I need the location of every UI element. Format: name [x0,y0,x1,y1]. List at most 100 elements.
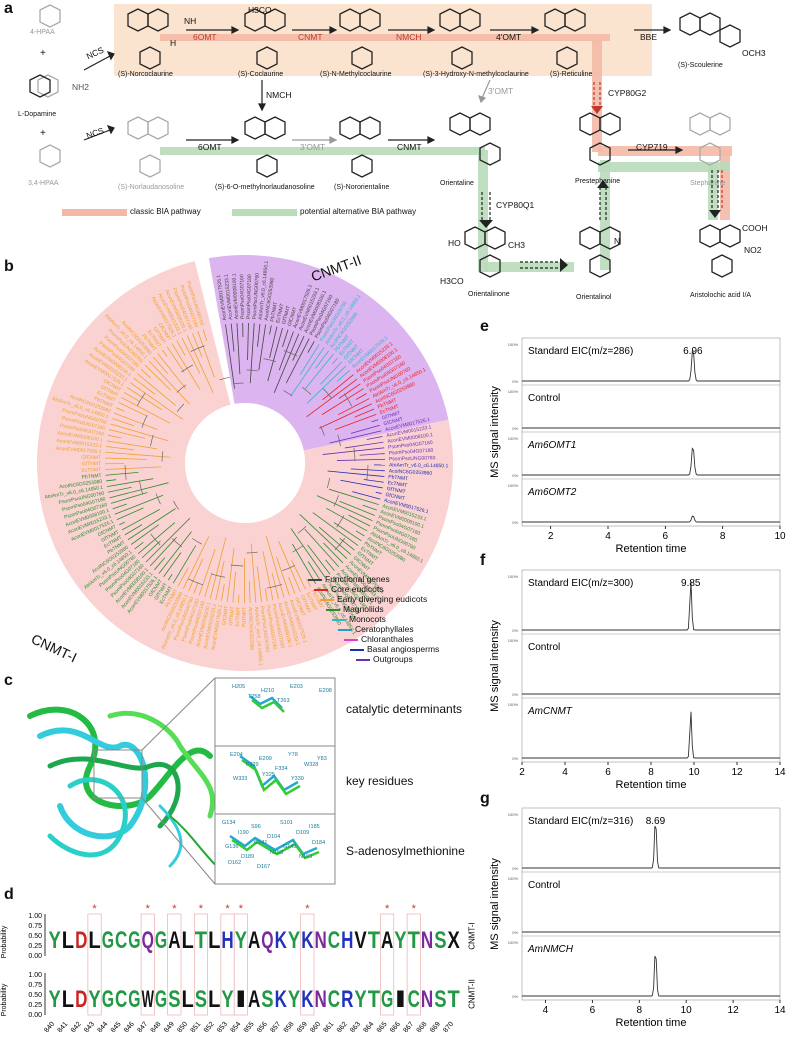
caption-catalytic-determinants: catalytic determinants [346,702,462,716]
logo-star: * [146,903,151,915]
residue-label: D189 [241,854,254,860]
tree-legend-label: Magnoliids [343,604,384,614]
logo-position: 859 [296,1021,309,1032]
xtick-label: 6 [590,1005,596,1016]
logo-residue-row2: G [128,986,140,1013]
residue-label: E208 [319,688,332,694]
logo-residue-row1: T [368,927,381,954]
logo-residue-row1: G [155,927,167,954]
logo-residue-row1: Q [261,927,273,954]
logo-residue-row1: Y [288,927,300,954]
residue-label: D167 [257,864,270,870]
chart-g: 100%0%Standard EIC(m/z=316)8.69100%0%Con… [486,800,786,1030]
logo-residue-row2: C [115,986,127,1013]
tree-legend-swatch [314,589,328,591]
ytick-bottom: 0% [512,866,518,871]
logo-residue-row2: N [421,986,433,1013]
logo-residue-row1: S [434,927,446,954]
label-och3: OCH3 [742,48,766,58]
ytick-top: 100% [508,389,519,394]
residue-label: I185 [309,824,320,830]
ytick-top: 100% [508,812,519,817]
label-no2: NO2 [744,245,761,255]
logo-residue-row1: G [128,927,140,954]
chart-frame [522,808,780,1000]
logo-residue-row2: Y [221,986,233,1013]
xtick-label: 10 [774,531,786,542]
enzyme-nmch-top: NMCH [396,32,422,42]
label-nh2: NH2 [72,82,89,92]
trace-label: Am6OMT2 [527,487,577,498]
compound-stephanine: Stephanine [690,180,725,187]
logo-ytick: 0.25 [28,1002,42,1009]
logo-position: 856 [256,1021,269,1032]
residue-label: E204 [230,752,243,758]
tree-leaf-label: PsomPsoUNG00760 [389,455,436,462]
legend-swatch-classic [62,209,127,216]
logo-position: 842 [70,1021,83,1032]
logo-star: * [239,903,244,915]
ytick-top: 100% [508,940,519,945]
logo-residue-row1: L [208,927,220,954]
tree-legend-item: Magnoliids [326,604,439,614]
trace-line [522,448,780,475]
logo-residue-row1: L [88,927,100,954]
label-ch3: CH3 [508,240,525,250]
logo-position: 847 [136,1021,149,1032]
tree-legend-item: Early diverging eudicots [320,594,439,604]
panel-c-structure: catalytic determinants key residues S-ad… [10,676,480,886]
logo-position: 853 [216,1021,229,1032]
caption-key-residues: key residues [346,774,413,788]
trace-label: Standard EIC(m/z=300) [528,578,633,589]
logo-position: 863 [349,1021,362,1032]
tree-legend-label: Ceratophyllales [355,624,414,634]
tree-legend-swatch [356,659,370,661]
label-h: H [170,38,176,48]
substrate-4hpaa: 4-HPAA [30,29,55,36]
logo-residue-row1: X [448,927,460,954]
residue-label: Y330 [291,776,304,782]
tree-legend-item: Chloranthales [344,634,439,644]
residue-label: T263 [277,698,290,704]
xtick-label: 2 [548,531,554,542]
enzyme-6omt-top: 6OMT [193,32,217,42]
compound-scoulerine: (S)-Scoulerine [678,62,723,69]
tree-legend-swatch [308,579,322,581]
chart-e: 100%0%Standard EIC(m/z=286)6.96100%0%Con… [486,330,786,556]
logo-residue-row2: K [275,986,288,1013]
logo-residue-row2: Y [354,986,366,1013]
tree-legend-item: Monocots [332,614,439,624]
compound-nororientaline: (S)-Nororientaline [334,184,389,191]
enzyme-cyp80g2: CYP80G2 [608,88,646,98]
legend-classic: classic BIA pathway [130,207,201,216]
tree-legend-label: Early diverging eudicots [337,594,427,604]
xtick-label: 14 [774,767,786,778]
logo-ytick: 0.00 [28,953,42,960]
logo-residue-row1: A [168,927,180,954]
tree-leaf-label: PbTNMT [242,607,248,627]
compound-norcoclaurine: (S)-Norcoclaurine [118,71,173,78]
logo-position: 868 [416,1021,429,1032]
logo-star: * [412,903,417,915]
ytick-top: 100% [508,876,519,881]
xtick-label: 14 [774,1005,786,1016]
sequence-logo: ProbabilityProbability1.001.000.750.750.… [0,896,480,1032]
tree-legend-label: Functional genes [325,574,390,584]
logo-position: 867 [402,1021,415,1032]
logo-residue-row1: T [195,927,208,954]
residue-label: E209 [259,756,272,762]
logo-residue-row2: G [155,986,167,1013]
logo-residue-row2: Y [288,986,300,1013]
ytick-bottom: 0% [512,628,518,633]
logo-residue-row1: H [221,927,233,954]
trace-label: Standard EIC(m/z=286) [528,346,633,357]
logo-residue-row1: A [381,927,393,954]
tree-legend-label: Chloranthales [361,634,413,644]
logo-ytick: 1.00 [28,972,42,979]
logo-residue-row1: V [354,927,366,954]
logo-residue-row1: K [275,927,288,954]
logo-ytick: 0.00 [28,1012,42,1019]
enzyme-6omt-mid: 6OMT [198,142,222,152]
tree-leaf-label: EcTNMT [81,467,101,474]
